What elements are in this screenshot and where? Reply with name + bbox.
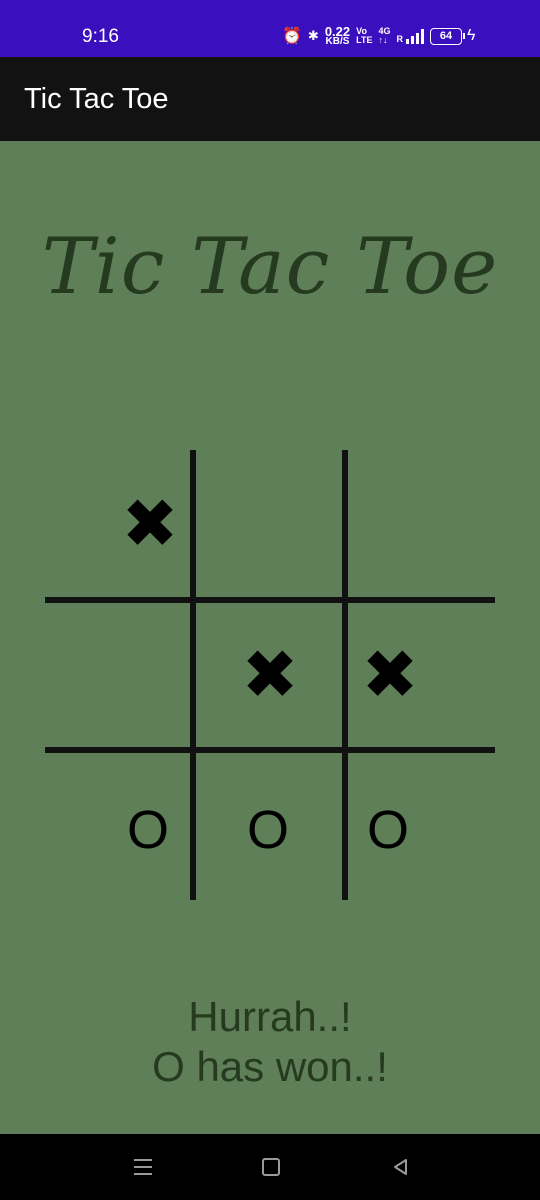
board-cell-7[interactable]: O: [88, 770, 208, 890]
result-message: Hurrah..! O has won..!: [0, 992, 540, 1092]
battery-level: 64: [430, 27, 462, 45]
board-cell-1[interactable]: ✖: [90, 465, 210, 585]
volte-top: Vo: [356, 26, 367, 36]
network-bottom: ↑↓: [378, 35, 388, 45]
volte-indicator: Vo LTE: [356, 27, 372, 45]
board-cell-5[interactable]: ✖: [210, 616, 330, 736]
network-top: 4G: [378, 26, 391, 36]
net-speed-unit: KB/S: [325, 36, 350, 47]
o-mark: O: [366, 800, 409, 860]
grid-line: [45, 597, 495, 603]
network-type: 4G ↑↓: [378, 27, 390, 45]
battery-icon: 64 ϟ: [430, 27, 475, 45]
net-speed-value: 0.22: [324, 24, 351, 39]
game-board: ✖ ✖ ✖ O O O: [45, 450, 495, 900]
board-cell-6[interactable]: ✖: [330, 616, 450, 736]
grid-line: [190, 450, 196, 900]
net-speed: 0.22 KB/S: [324, 24, 351, 47]
o-mark: O: [246, 800, 289, 860]
back-icon[interactable]: [386, 1152, 416, 1182]
navigation-bar: [0, 1134, 540, 1200]
app-bar: Tic Tac Toe: [0, 57, 540, 141]
x-mark: ✖: [241, 636, 299, 715]
board-cell-4[interactable]: [90, 616, 210, 736]
signal-icon: R: [396, 28, 424, 44]
charging-icon: ϟ: [467, 27, 476, 44]
x-mark: ✖: [361, 636, 419, 715]
volte-bottom: LTE: [356, 35, 373, 45]
o-mark: O: [126, 800, 169, 860]
alarm-icon: ⏰: [282, 28, 302, 45]
board-cell-8[interactable]: O: [208, 770, 328, 890]
menu-icon[interactable]: [128, 1152, 158, 1182]
home-icon[interactable]: [256, 1152, 286, 1182]
status-icons: ⏰ ✱ 0.22 KB/S Vo LTE 4G ↑↓ R 64 ϟ: [282, 24, 475, 48]
status-bar: 9:16 ⏰ ✱ 0.22 KB/S Vo LTE 4G ↑↓ R 64 ϟ: [0, 0, 540, 57]
result-line-1: Hurrah..!: [188, 993, 352, 1040]
roaming-indicator: R: [396, 34, 404, 44]
board-cell-9[interactable]: O: [328, 770, 448, 890]
game-title: Tic Tac Toe: [41, 222, 499, 312]
grid-line: [45, 747, 495, 753]
app-title: Tic Tac Toe: [24, 83, 169, 115]
bluetooth-icon: ✱: [307, 28, 319, 43]
x-mark: ✖: [121, 485, 179, 564]
board-cell-2[interactable]: [210, 465, 330, 585]
board-cell-3[interactable]: [330, 465, 450, 585]
grid-line: [342, 450, 348, 900]
status-time: 9:16: [82, 26, 119, 47]
result-line-2: O has won..!: [152, 1043, 388, 1090]
